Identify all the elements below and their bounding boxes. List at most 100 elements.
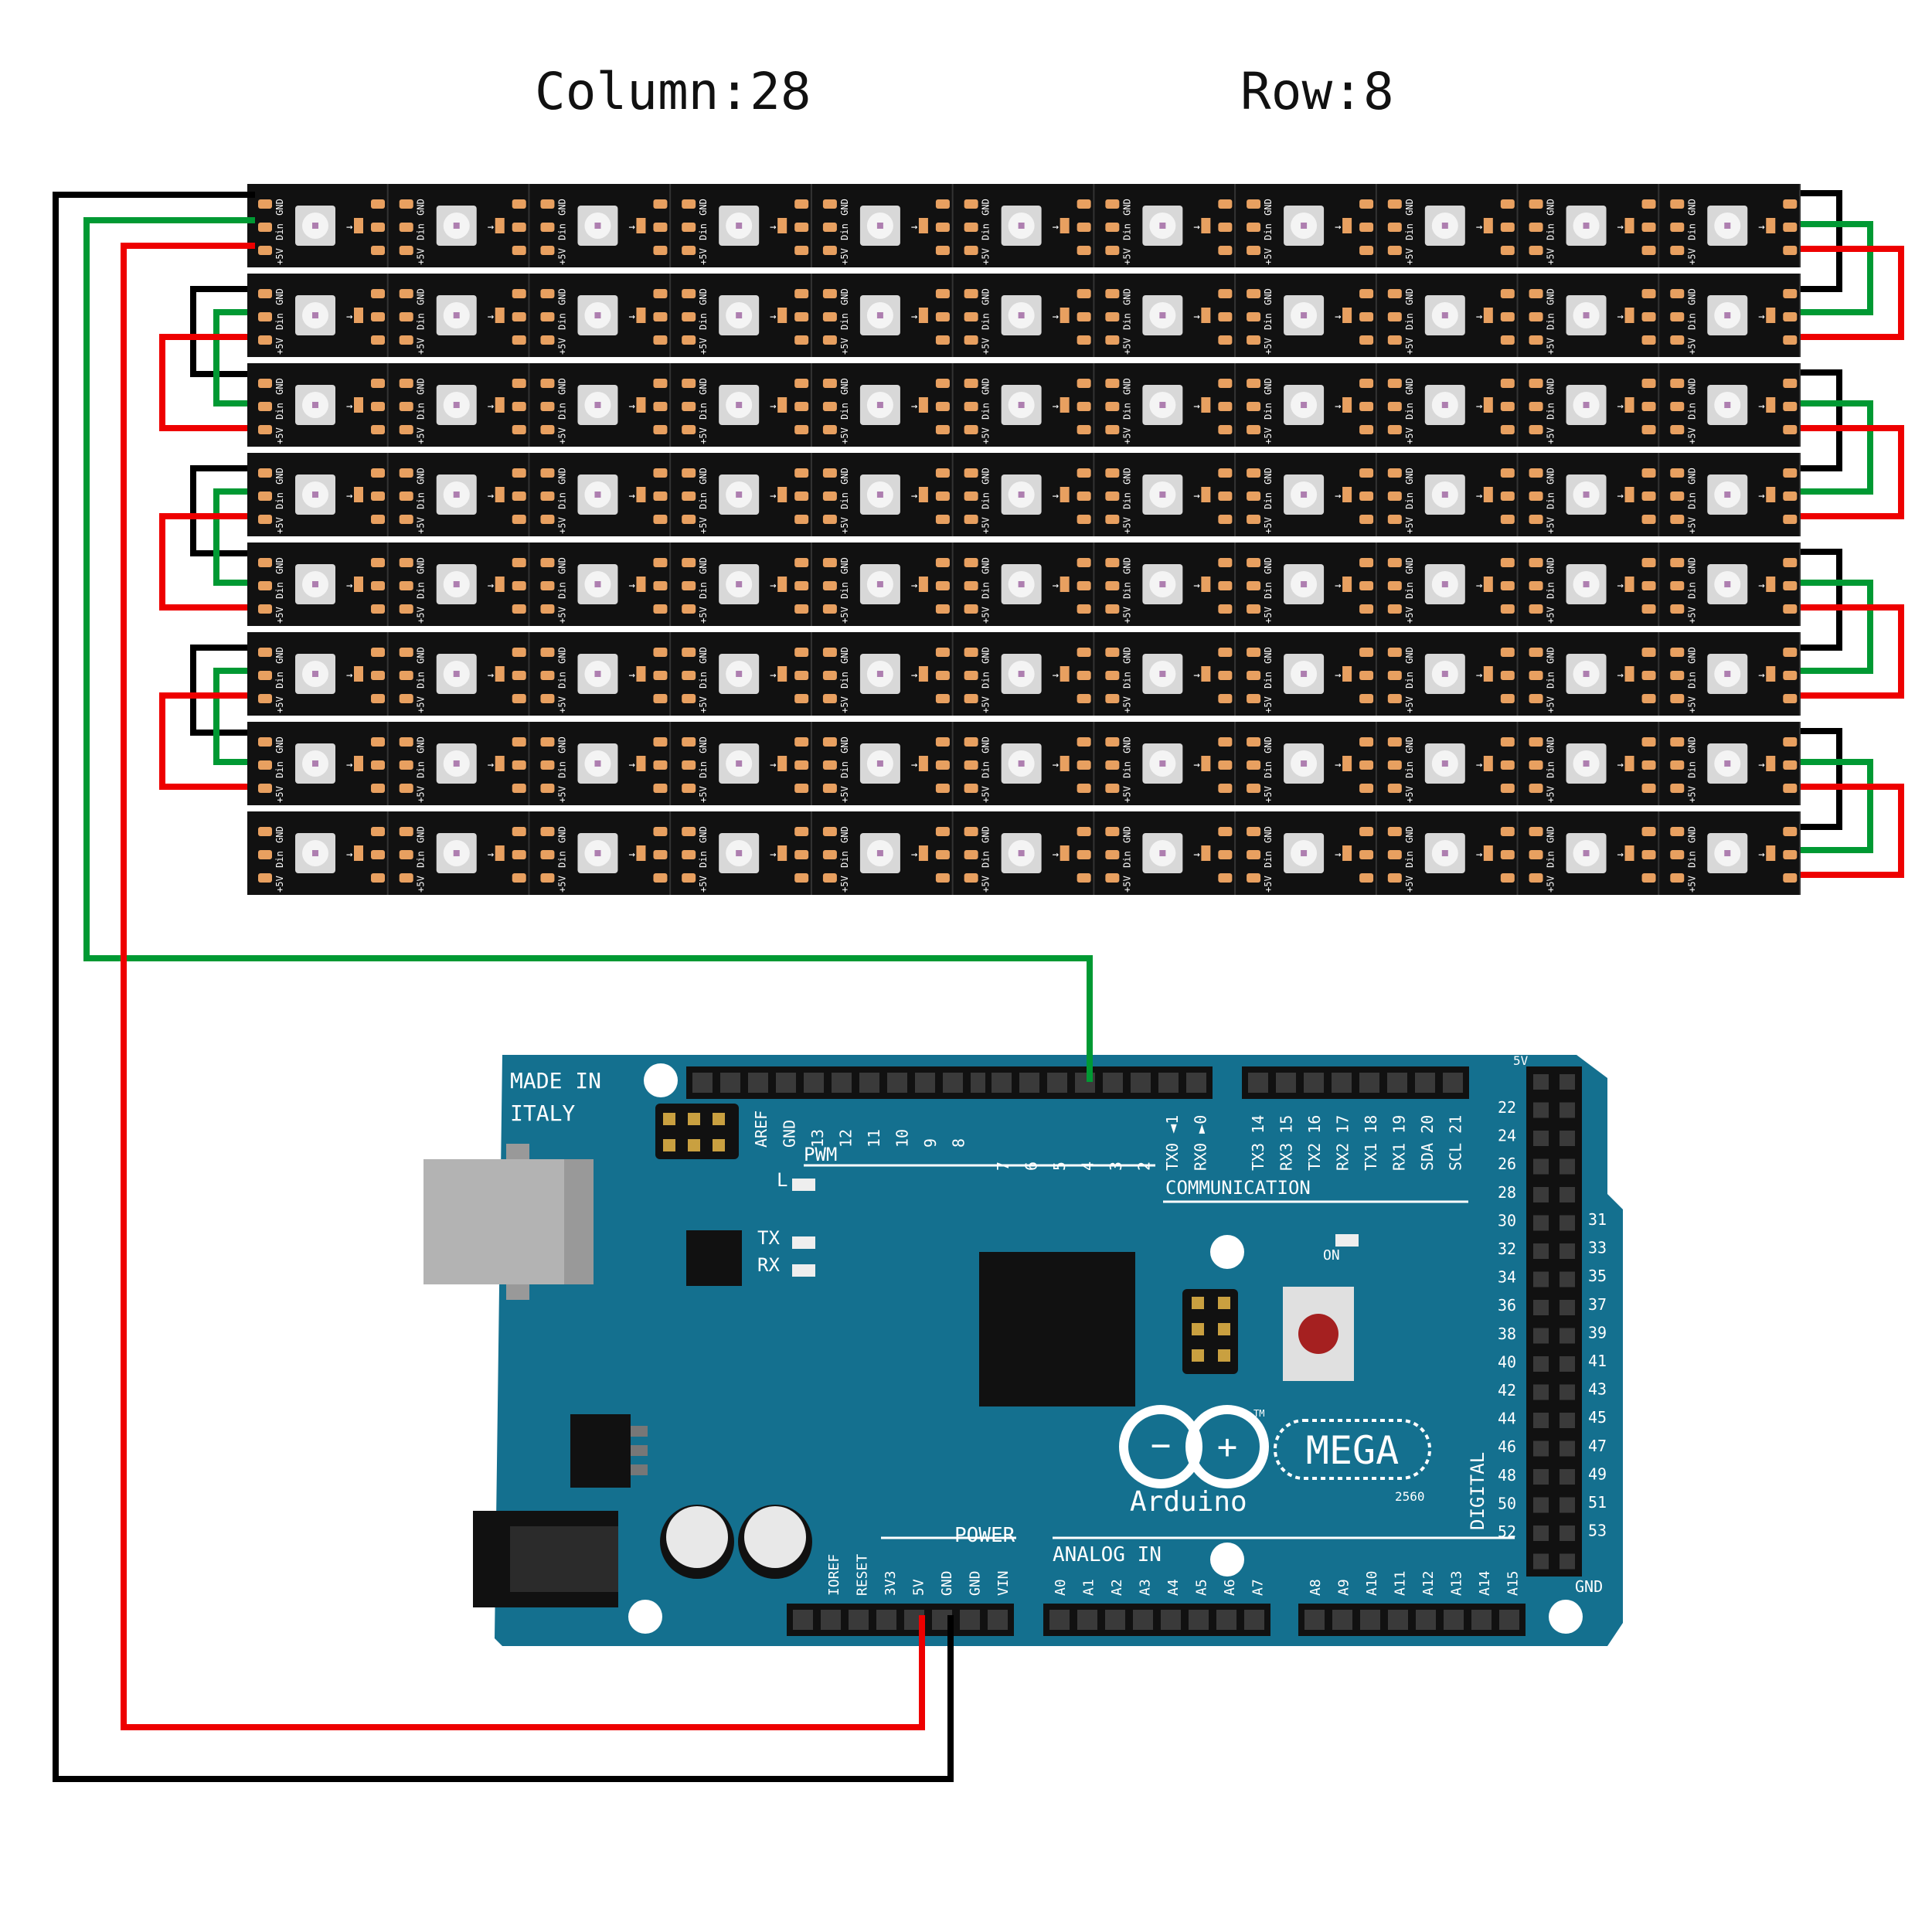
pin-label: 51 [1588,1493,1607,1512]
pad-label: GND [1546,468,1556,485]
led-die [453,760,460,767]
strip-pad [653,737,668,747]
pad-label: GND [416,557,427,574]
header-socket [1161,1610,1181,1630]
strip-pad [1247,379,1261,388]
strip-pad [258,648,272,657]
jumper-data-wire [1801,759,1873,853]
pad-label: +5V [1404,517,1415,534]
pin-label: A3 [1138,1579,1154,1596]
pin-label: A15 [1505,1570,1522,1596]
strip-pad [1247,289,1261,298]
strip-pad [1077,379,1091,388]
pad-label: +5V [556,427,567,444]
strip-pad [1670,492,1685,501]
strip-pad [964,402,978,411]
pad-label: +5V [1263,248,1274,265]
strip-pad [1105,335,1120,345]
pad-label: Din [274,492,285,509]
direction-arrow: → [770,311,776,323]
pin-label: 8 [950,1138,968,1148]
strip-pad [1105,558,1120,567]
strip-pad [258,784,272,793]
strip-pad [371,335,385,345]
resistor [1766,218,1776,233]
strip-pad [794,827,809,836]
led-die [876,223,883,229]
strip-pad [1529,402,1543,411]
strip-pad [540,402,555,411]
pin-label: 32 [1498,1240,1516,1258]
pin-label: 41 [1588,1352,1607,1370]
pad-label: +5V [698,876,709,893]
strip-pad [935,379,950,388]
pin-label: 30 [1498,1211,1516,1230]
pad-label: GND [556,826,567,843]
strip-pad [371,468,385,478]
strip-pad [512,694,526,703]
strip-pad [371,515,385,524]
strip-pad [258,425,272,434]
pin-label: 37 [1588,1295,1607,1314]
strip-pad [540,199,555,209]
strip-pad [1387,223,1402,232]
strip-pad [822,604,837,614]
pad-label: GND [416,826,427,843]
pad-label: Din [1686,313,1697,330]
pad-label: +5V [1121,248,1132,265]
pad-label: Din [1263,403,1274,420]
pad-label: +5V [839,876,850,893]
strip-pad [794,312,809,321]
jumper-gnd-wire [1801,190,1842,292]
mounting-hole [644,1063,678,1097]
strip-pad [1641,671,1656,680]
strip-pad [1387,604,1402,614]
pin-label: 9 [921,1138,940,1148]
led-die [594,760,601,767]
header-socket [1189,1610,1209,1630]
header-socket [1560,1131,1575,1146]
pad-label: GND [981,736,992,753]
strip-pad [1783,827,1798,836]
strip-pad [1247,827,1261,836]
strip-pad [1359,760,1374,770]
led-die [1441,581,1448,587]
pad-label: GND [1686,557,1697,574]
resistor [354,397,363,413]
jumper-gnd-wire [190,465,247,556]
strip-pad [1387,312,1402,321]
led-die [1724,492,1731,498]
direction-arrow: → [1335,490,1341,502]
strip-pad [1670,223,1685,232]
direction-arrow: → [1335,221,1341,233]
pad-label: GND [698,199,709,216]
pad-label: Din [839,582,850,599]
pad-label: +5V [981,517,992,534]
strip-pad [1077,694,1091,703]
pad-label: +5V [556,607,567,624]
strip-pad [1359,581,1374,590]
pin-label: 44 [1498,1410,1516,1428]
resistor [1766,756,1776,771]
header-socket [1560,1300,1575,1315]
pad-label: Din [1686,582,1697,599]
pad-label: +5V [416,517,427,534]
strip-pad [1387,784,1402,793]
strip-pad [822,827,837,836]
pin-label: 43 [1588,1380,1607,1399]
strip-pad [371,581,385,590]
strip-pad [1218,827,1233,836]
strip-pad [1387,737,1402,747]
strip-pad [1500,648,1515,657]
pad-label: +5V [839,517,850,534]
strip-pad [822,289,837,298]
strip-pad [682,604,696,614]
direction-arrow: → [1053,400,1059,413]
led-die [736,223,743,229]
pad-label: +5V [981,427,992,444]
strip-pad [794,199,809,209]
pad-label: +5V [1121,607,1132,624]
strip-pad [964,604,978,614]
pad-label: Din [1121,851,1132,868]
strip-pad [1641,694,1656,703]
